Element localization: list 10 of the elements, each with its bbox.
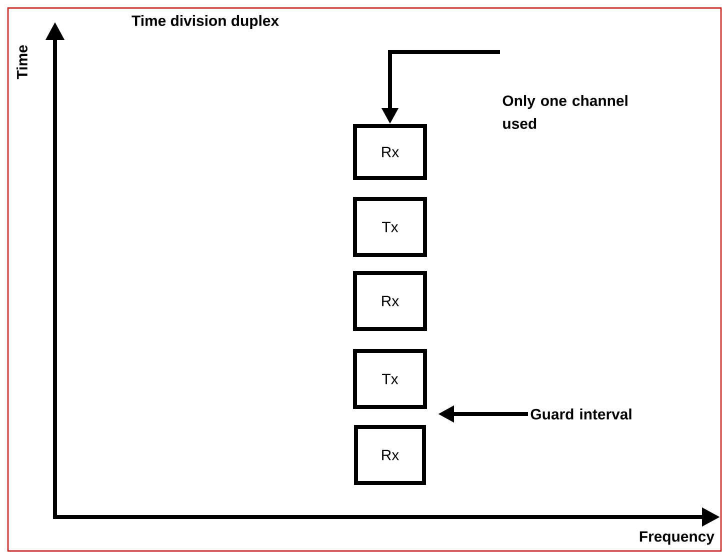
slot-box: Tx: [353, 197, 427, 257]
slot-box: Rx: [354, 425, 426, 485]
title: Time division duplex: [132, 15, 279, 29]
annotation-text: Guard interval: [530, 408, 632, 420]
annotation-text: Only one channel used: [502, 95, 628, 129]
slot-box: Rx: [353, 271, 427, 331]
axis-label: Time: [16, 45, 28, 80]
axis-label: Frequency: [640, 531, 714, 545]
slot-box: Tx: [353, 349, 427, 409]
slot-box: Rx: [353, 124, 427, 180]
